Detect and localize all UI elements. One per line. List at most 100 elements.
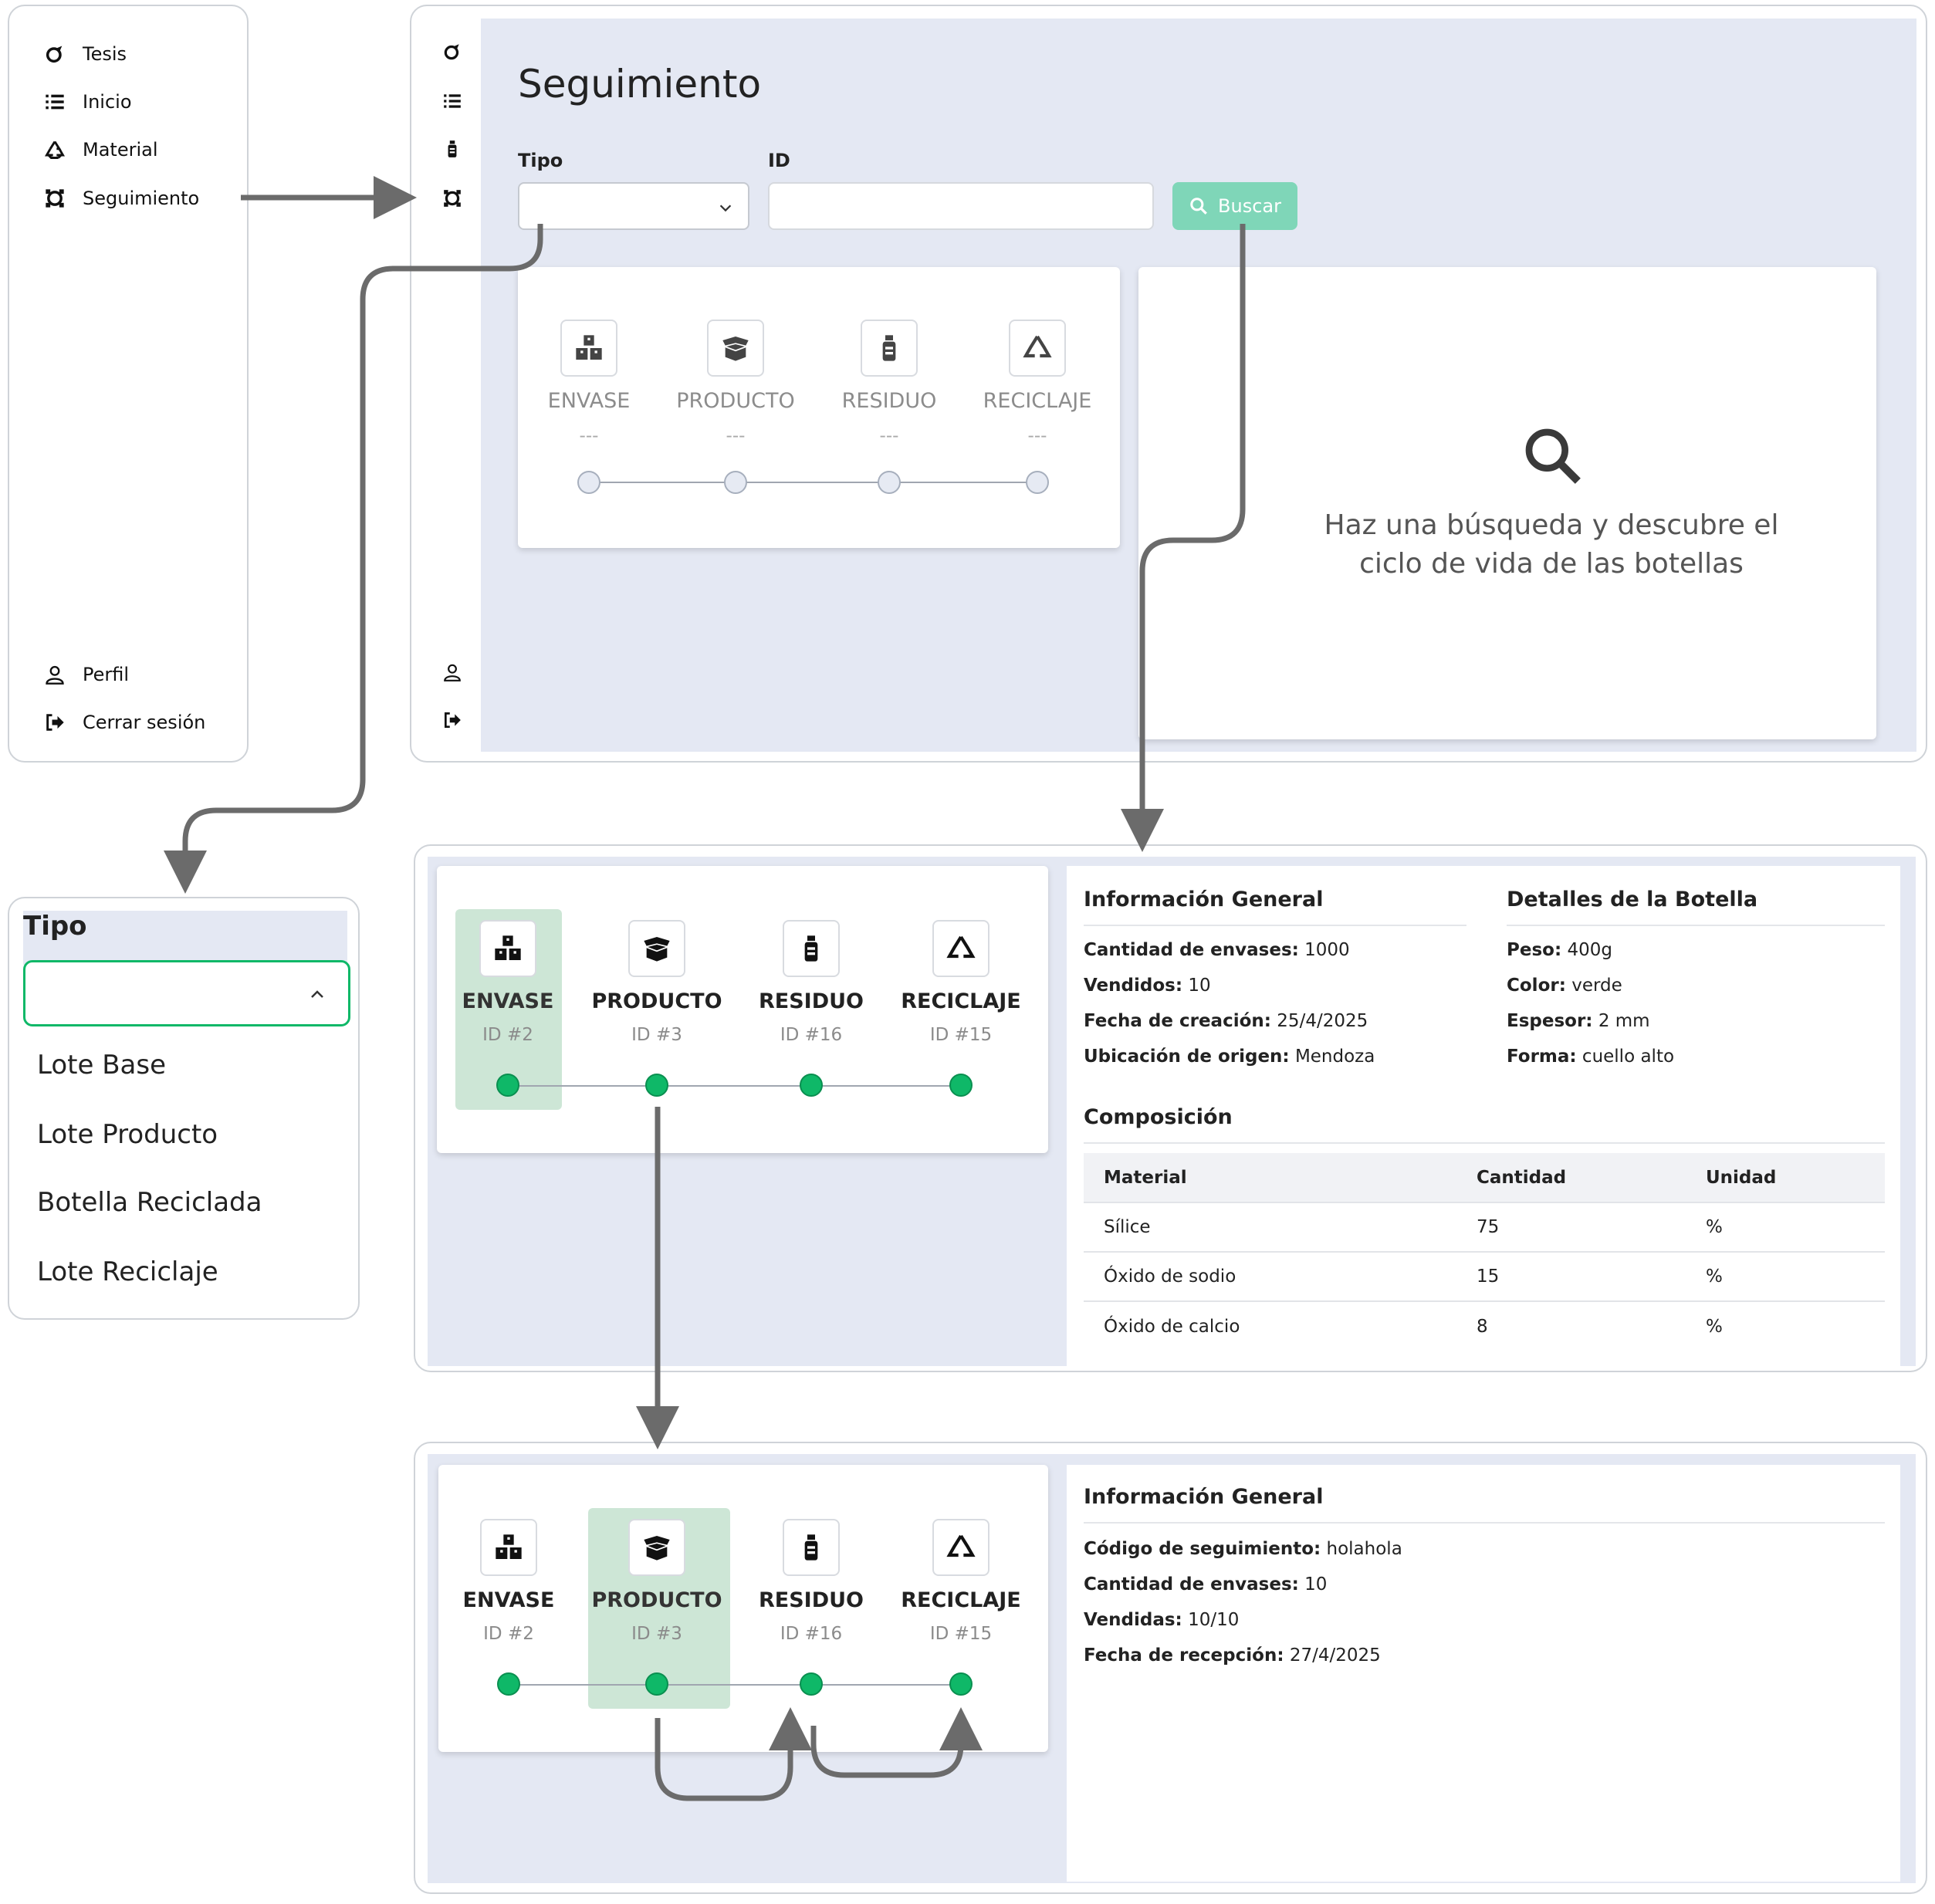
step-sub: --- [879, 426, 899, 446]
tracking-icon[interactable] [442, 188, 462, 208]
step-sub: ID #2 [483, 1624, 534, 1644]
step-producto[interactable] [628, 1519, 685, 1576]
timeline-dot [645, 1672, 668, 1696]
timeline-dot [496, 1074, 519, 1097]
general-title: Información General [1084, 1485, 1324, 1509]
general-title: Información General [1084, 888, 1324, 911]
step-residuo[interactable] [783, 920, 840, 977]
recycle-icon [1023, 335, 1052, 358]
timeline-dot [497, 1672, 520, 1696]
bottle-icon [882, 335, 896, 361]
sidebar-item-label: Inicio [83, 91, 132, 113]
sidebar-item-tesis[interactable]: Tesis [44, 43, 127, 65]
info-row: Cantidad de envases: 1000 [1084, 940, 1350, 960]
step-reciclaje[interactable] [1009, 320, 1066, 377]
step-sub: ID #3 [631, 1624, 682, 1644]
dropdown-option[interactable]: Lote Reciclaje [37, 1256, 218, 1287]
buscar-button[interactable]: Buscar [1172, 182, 1297, 230]
timeline-dot [1026, 471, 1049, 494]
step-label: PRODUCTO [591, 1588, 722, 1612]
table-cell: % [1686, 1202, 1885, 1252]
dropdown-option[interactable]: Lote Base [37, 1050, 166, 1081]
step-sub: ID #16 [780, 1025, 843, 1045]
timeline-line [589, 482, 1037, 483]
search-icon [1190, 198, 1207, 215]
table-header-row: Material Cantidad Unidad [1084, 1153, 1885, 1202]
tipo-select-open[interactable] [23, 960, 350, 1026]
timeline-dot [800, 1672, 823, 1696]
tipo-label: Tipo [518, 150, 563, 171]
tracking-icon [46, 189, 64, 208]
step-sub: --- [726, 426, 746, 446]
tipo-select[interactable] [518, 182, 749, 230]
dropdown-header [23, 911, 347, 965]
id-input[interactable] [768, 182, 1154, 230]
step-producto[interactable] [628, 920, 685, 977]
step-label: RECICLAJE [983, 389, 1092, 413]
step-sub: ID #15 [929, 1025, 993, 1045]
step-producto[interactable] [707, 320, 764, 377]
sidebar-item-material[interactable]: Material [44, 139, 158, 161]
step-sub: --- [1027, 426, 1047, 446]
brand-icon[interactable] [442, 42, 462, 62]
empty-message: ciclo de vida de las botellas [1359, 548, 1744, 580]
sidebar-item-label: Material [83, 139, 158, 161]
timeline-dot [645, 1074, 668, 1097]
step-label: ENVASE [462, 989, 554, 1013]
info-row: Espesor: 2 mm [1507, 1011, 1650, 1031]
sidebar-item-perfil[interactable]: Perfil [44, 664, 129, 685]
buscar-label: Buscar [1218, 195, 1281, 217]
bottle-icon[interactable] [442, 139, 462, 159]
step-reciclaje[interactable] [932, 1519, 989, 1576]
step-reciclaje[interactable] [932, 920, 989, 977]
table-cell: 8 [1456, 1300, 1686, 1351]
open-box-icon [644, 937, 670, 962]
info-row: Vendidos: 10 [1084, 976, 1211, 996]
step-envase[interactable] [560, 320, 617, 377]
step-envase[interactable] [480, 1519, 537, 1576]
step-label: PRODUCTO [591, 989, 722, 1013]
timeline-dot [800, 1074, 823, 1097]
timeline-dot [878, 471, 901, 494]
table-row: Sílice 75 % [1084, 1202, 1885, 1252]
info-panel: Información General Código de seguimient… [1067, 1465, 1900, 1882]
table-cell: 15 [1456, 1251, 1686, 1301]
step-label: RESIDUO [758, 989, 864, 1013]
open-box-icon [644, 1536, 670, 1561]
step-residuo[interactable] [783, 1519, 840, 1576]
user-icon[interactable] [442, 662, 462, 682]
table-cell: Óxido de calcio [1084, 1300, 1456, 1351]
empty-state-card: Haz una búsqueda y descubre el ciclo de … [1138, 267, 1876, 739]
brand-icon [46, 46, 63, 63]
chevron-up-icon [311, 990, 323, 998]
search-page-frame: Seguimiento Tipo ID Buscar ENVASE [410, 5, 1927, 763]
step-sub: ID #3 [631, 1025, 682, 1045]
timeline-card: ENVASE PRODUCTO RESIDUO RECICLAJE --- --… [518, 267, 1120, 548]
info-row: Color: verde [1507, 976, 1622, 996]
logout-icon[interactable] [442, 710, 462, 730]
sidebar-item-label: Perfil [83, 664, 130, 685]
table-cell: Sílice [1084, 1202, 1456, 1252]
step-residuo[interactable] [861, 320, 918, 377]
divider [1084, 925, 1466, 926]
step-envase[interactable] [479, 920, 536, 977]
timeline-card: ENVASE PRODUCTO RESIDUO RECICLAJE ID #2 … [437, 866, 1048, 1153]
sidebar-item-seguimiento[interactable]: Seguimiento [44, 188, 199, 209]
sidebar-frame: Tesis Inicio Material Seguimiento Perfil… [8, 5, 249, 763]
step-label: ENVASE [462, 1588, 555, 1612]
step-label: RESIDUO [841, 389, 937, 413]
dropdown-option[interactable]: Lote Producto [37, 1119, 218, 1150]
list-icon[interactable] [442, 91, 462, 111]
table-cell: Óxido de sodio [1084, 1251, 1456, 1301]
list-icon [46, 94, 64, 110]
sidebar-item-inicio[interactable]: Inicio [44, 91, 132, 113]
info-row: Ubicación de origen: Mendoza [1084, 1047, 1375, 1067]
timeline-dot [577, 471, 600, 494]
info-row: Cantidad de envases: 10 [1084, 1574, 1328, 1595]
info-panel: Información General Cantidad de envases:… [1067, 866, 1900, 1371]
timeline-line [509, 1684, 961, 1686]
step-sub: ID #2 [482, 1025, 533, 1045]
step-sub: --- [579, 426, 599, 446]
dropdown-option[interactable]: Botella Reciclada [37, 1187, 262, 1218]
sidebar-item-logout[interactable]: Cerrar sesión [44, 712, 205, 733]
